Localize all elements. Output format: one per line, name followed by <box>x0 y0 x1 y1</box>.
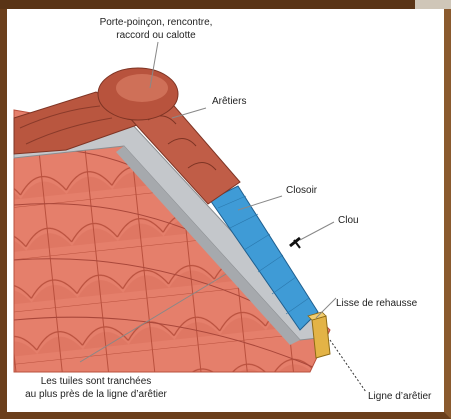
label-porte-poincon-line1: Porte-poinçon, rencontre, <box>100 17 213 28</box>
label-tuiles-line2: au plus près de la ligne d’arêtier <box>25 389 167 400</box>
label-closoir: Closoir <box>286 185 318 196</box>
label-aretiers: Arêtiers <box>212 96 246 107</box>
label-lisse-de-rehausse: Lisse de rehausse <box>336 298 418 309</box>
label-porte-poincon-line2: raccord ou calotte <box>116 30 196 41</box>
label-clou: Clou <box>338 215 359 226</box>
nail-icon <box>290 238 300 248</box>
label-tuiles-line1: Les tuiles sont tranchées <box>41 376 152 387</box>
label-ligne-aretier: Ligne d’arêtier <box>368 391 432 402</box>
